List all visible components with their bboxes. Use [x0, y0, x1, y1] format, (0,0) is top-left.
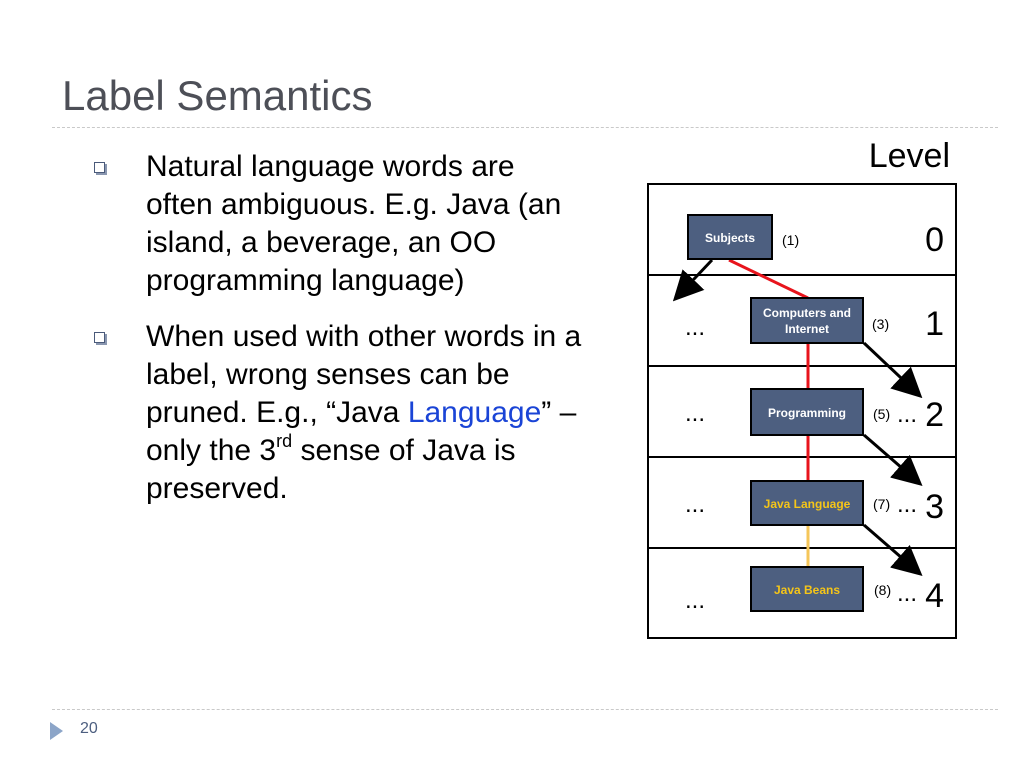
- pruned-arrows: [672, 258, 923, 576]
- node-programming: Programming (5): [750, 388, 890, 436]
- bullet-text-middle: ” – only the 3: [146, 396, 577, 467]
- arrow: [862, 341, 923, 399]
- ellipsis-left: ...: [685, 400, 705, 427]
- checkbox-bullet-icon: [94, 332, 105, 343]
- arrow: [863, 433, 923, 486]
- bullet-highlight-word: Language: [407, 396, 542, 429]
- node-label: Programming: [768, 406, 846, 420]
- node-java-language: Java Language (7): [750, 480, 890, 526]
- level-number: 1: [925, 305, 944, 343]
- node-box: [750, 388, 864, 436]
- ellipsis-right: ...: [897, 401, 917, 428]
- node-count: (1): [782, 232, 799, 248]
- node-computers-and-internet: Computers and Internet (3): [750, 297, 889, 344]
- slide-title: Label Semantics: [62, 72, 373, 119]
- level-number: 3: [925, 488, 944, 526]
- level-number: 4: [925, 577, 944, 615]
- ellipsis-left: ...: [685, 491, 705, 518]
- correct-sense-path: [728, 258, 810, 567]
- level-frame: [647, 183, 957, 639]
- sibling-ellipses: ... ... ... ... ... ... ...: [685, 314, 917, 614]
- ellipsis-left: ...: [685, 587, 705, 614]
- node-label-line1: Computers and: [763, 306, 851, 320]
- node-label: Java Beans: [774, 583, 840, 597]
- slide-marker-icon: [50, 722, 63, 740]
- node-count: (5): [873, 406, 890, 422]
- node-count: (3): [872, 316, 889, 332]
- page-number: 20: [80, 720, 98, 737]
- level-header: Level: [869, 137, 950, 175]
- bullet-item-pruning: When used with other words in a label, w…: [88, 318, 588, 508]
- bullet-list: Natural language words are often ambiguo…: [88, 148, 588, 526]
- checkbox-bullet-icon: [94, 162, 105, 173]
- taxonomy-nodes: Subjects (1) Computers and Internet (3) …: [687, 214, 891, 612]
- node-box: [750, 297, 864, 344]
- level-numbers: 0 1 2 3 4: [925, 221, 944, 615]
- node-box: [687, 214, 773, 260]
- node-count: (8): [874, 582, 891, 598]
- bullet-text: Natural language words are often ambiguo…: [146, 150, 562, 297]
- node-label-line2: Internet: [785, 322, 829, 336]
- node-box: [750, 566, 864, 612]
- ellipsis-right: ...: [897, 580, 917, 607]
- level-number: 0: [925, 221, 944, 259]
- bullet-text-after: sense of Java is preserved.: [146, 434, 516, 505]
- red-path-segment: [728, 258, 809, 300]
- bullet-text-before: When used with other words in a label, w…: [146, 320, 582, 429]
- node-java-beans: Java Beans (8): [750, 566, 891, 612]
- node-count: (7): [873, 496, 890, 512]
- arrow: [672, 258, 714, 302]
- node-box: [750, 480, 864, 526]
- node-label: Subjects: [705, 231, 755, 245]
- ordinal-suffix: rd: [276, 431, 293, 451]
- footer-divider: [52, 709, 998, 710]
- ellipsis-left: ...: [685, 314, 705, 341]
- ellipsis-right: ...: [897, 491, 917, 518]
- bullet-item-ambiguity: Natural language words are often ambiguo…: [88, 148, 588, 300]
- arrow: [863, 523, 923, 576]
- level-number: 2: [925, 396, 944, 434]
- node-subjects: Subjects (1): [687, 214, 799, 260]
- title-divider: [52, 127, 998, 128]
- node-label: Java Language: [764, 497, 851, 511]
